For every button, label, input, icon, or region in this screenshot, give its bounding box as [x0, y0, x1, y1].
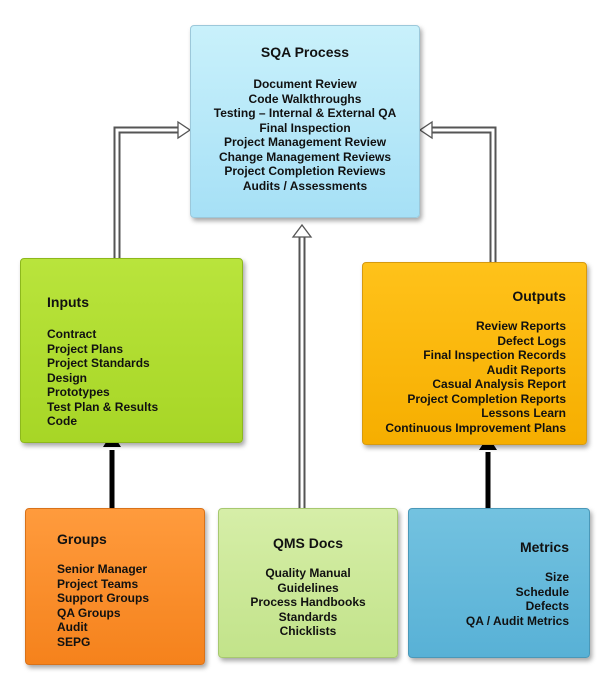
list-item: Size — [544, 570, 569, 584]
sqa-process-box: SQA Process Document Review Code Walkthr… — [190, 25, 420, 218]
qms-docs-title: QMS Docs — [272, 535, 343, 551]
list-item: Project Standards — [47, 356, 150, 370]
list-item: Quality Manual — [265, 566, 351, 580]
list-item: Audit Reports — [486, 362, 566, 377]
arrow-inputs-to-sqa — [113, 120, 192, 258]
list-item: Support Groups — [57, 591, 149, 605]
sqa-process-list: Document Review Code Walkthroughs Testin… — [191, 77, 419, 193]
list-item: Prototypes — [47, 385, 110, 399]
list-item: Audits / Assessments — [242, 178, 368, 193]
arrow-groups-to-inputs — [103, 433, 121, 508]
list-item: QA / Audit Metrics — [465, 613, 569, 628]
list-item: Test Plan & Results — [47, 399, 159, 414]
list-item: Project Completion Reports — [407, 391, 566, 406]
list-item: Change Management Reviews — [218, 149, 392, 164]
list-item: Testing – Internal & External QA — [213, 106, 397, 120]
list-item: Code Walkthroughs — [248, 91, 362, 106]
list-item: Project Teams — [57, 576, 139, 591]
list-item: Chicklists — [279, 624, 337, 638]
list-item: Design — [47, 370, 88, 385]
list-item: Code — [47, 414, 77, 428]
arrow-outputs-to-sqa — [418, 120, 497, 262]
arrow-metrics-to-outputs — [479, 436, 497, 508]
metrics-box: Metrics Size Schedule Defects QA / Audit… — [408, 508, 590, 658]
list-item: Senior Manager — [57, 562, 148, 576]
arrow-qms-to-sqa — [291, 223, 313, 508]
groups-title: Groups — [57, 531, 107, 547]
inputs-list: Contract Project Plans Project Standards… — [47, 327, 242, 429]
list-item: Review Reports — [475, 319, 566, 333]
list-item: Defects — [525, 599, 569, 613]
outputs-box: Outputs Review Reports Defect Logs Final… — [362, 262, 587, 445]
list-item: Final Inspection Records — [423, 348, 566, 362]
list-item: Project Plans — [47, 341, 124, 356]
list-item: Process Handbooks — [250, 595, 366, 609]
list-item: Defect Logs — [497, 333, 566, 348]
outputs-title: Outputs — [512, 288, 566, 304]
list-item: Schedule — [515, 584, 569, 599]
list-item: Document Review — [253, 77, 357, 91]
list-item: Audit — [57, 620, 88, 634]
outputs-list: Review Reports Defect Logs Final Inspect… — [363, 319, 566, 435]
list-item: Project Completion Reviews — [224, 164, 386, 178]
list-item: Contract — [47, 327, 97, 341]
groups-list: Senior Manager Project Teams Support Gro… — [57, 562, 204, 649]
metrics-title: Metrics — [519, 539, 569, 555]
inputs-title: Inputs — [47, 294, 89, 310]
sqa-process-title: SQA Process — [260, 44, 350, 60]
qms-docs-list: Quality Manual Guidelines Process Handbo… — [219, 566, 397, 639]
list-item: Final Inspection — [259, 120, 351, 135]
list-item: SEPG — [57, 634, 91, 649]
list-item: Project Management Review — [223, 135, 387, 149]
qms-docs-box: QMS Docs Quality Manual Guidelines Proce… — [218, 508, 398, 658]
inputs-box: Inputs Contract Project Plans Project St… — [20, 258, 243, 443]
list-item: QA Groups — [57, 605, 121, 620]
metrics-list: Size Schedule Defects QA / Audit Metrics — [409, 570, 569, 628]
list-item: Standards — [278, 609, 338, 624]
groups-box: Groups Senior Manager Project Teams Supp… — [25, 508, 205, 665]
list-item: Lessons Learn — [481, 406, 566, 420]
list-item: Guidelines — [277, 580, 339, 595]
list-item: Continuous Improvement Plans — [385, 420, 566, 435]
list-item: Casual Analysis Report — [432, 377, 566, 391]
